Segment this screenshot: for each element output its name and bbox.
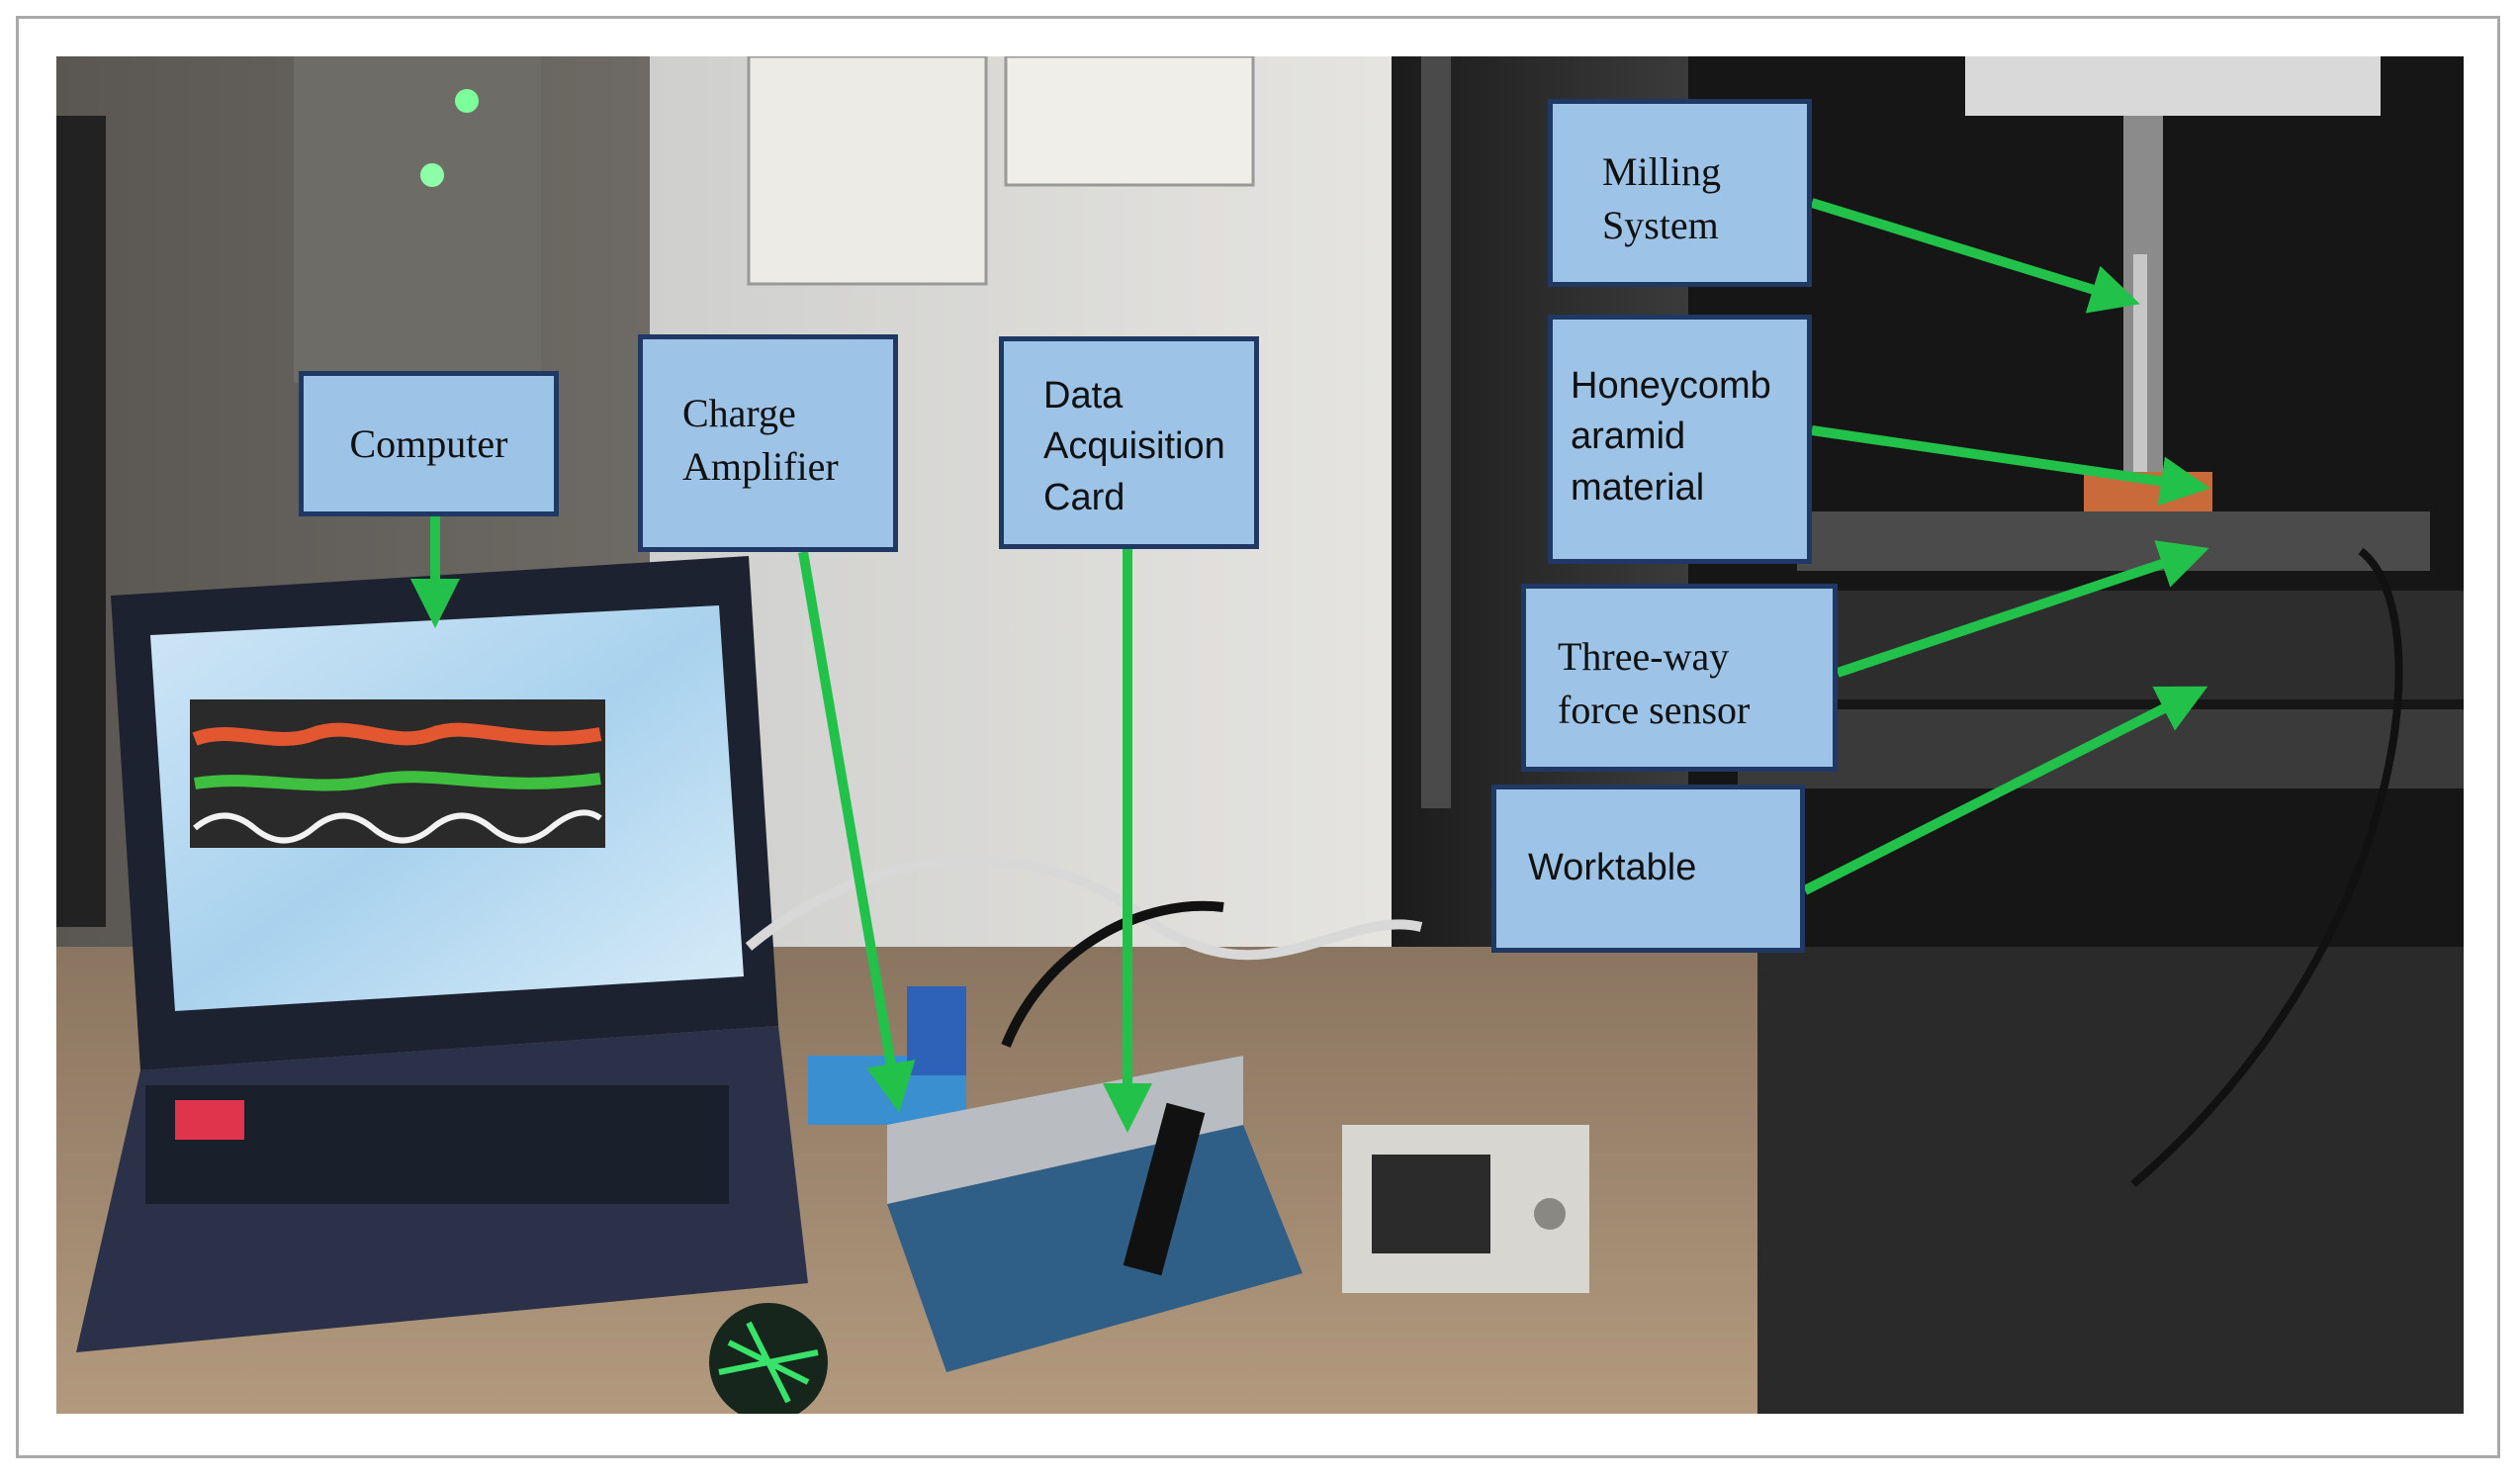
- daq-slot: [1123, 1102, 1206, 1276]
- spindle-housing: [1965, 56, 2381, 116]
- controller-knob: [1534, 1198, 1566, 1230]
- controller-display: [1372, 1155, 1490, 1253]
- data-acquisition-box: [887, 1125, 1303, 1372]
- label-three-way-force-sensor: Three-way force sensor: [1521, 584, 1838, 772]
- amplifier-connector: [907, 986, 966, 1075]
- cable: [1001, 900, 1224, 1048]
- label-computer: Computer: [299, 371, 559, 516]
- machine-rail: [1421, 56, 1451, 808]
- panel-light: [420, 163, 444, 187]
- force-sensor-plate: [1797, 511, 2430, 571]
- arrow-worktable: [1802, 686, 2208, 895]
- electrical-panel: [294, 56, 541, 383]
- label-honeycomb-aramid-material: Honeycomb aramid material: [1548, 315, 1812, 564]
- daq-top-panel: [887, 1056, 1243, 1204]
- label-milling-system: Milling System: [1548, 99, 1812, 287]
- warning-sticker: [747, 56, 988, 286]
- warning-sticker: [1004, 56, 1255, 187]
- label-charge-amplifier: Charge Amplifier: [638, 334, 898, 552]
- left-shadow: [56, 116, 106, 927]
- signal-trace-white: [193, 809, 602, 844]
- signal-trace-red: [192, 722, 602, 746]
- cutting-tool: [2133, 254, 2147, 511]
- worktable: [1738, 591, 2464, 699]
- arrow-charge-amplifier: [798, 551, 916, 1113]
- arrow-sensor: [1836, 540, 2209, 678]
- label-data-acquisition-card: Data Acquisition Card: [999, 336, 1259, 549]
- panel-light: [455, 89, 479, 113]
- machine-base: [1639, 947, 2464, 1414]
- red-key-lights: [175, 1100, 244, 1140]
- sensor-cable: [2130, 547, 2403, 1188]
- arrow-honeycomb: [1811, 425, 2210, 507]
- label-worktable: Worktable: [1491, 785, 1805, 953]
- arrow-milling: [1810, 198, 2140, 314]
- worktable-base: [1738, 709, 2464, 788]
- mouse-lights: [718, 1321, 819, 1404]
- signal-trace-green: [194, 771, 601, 791]
